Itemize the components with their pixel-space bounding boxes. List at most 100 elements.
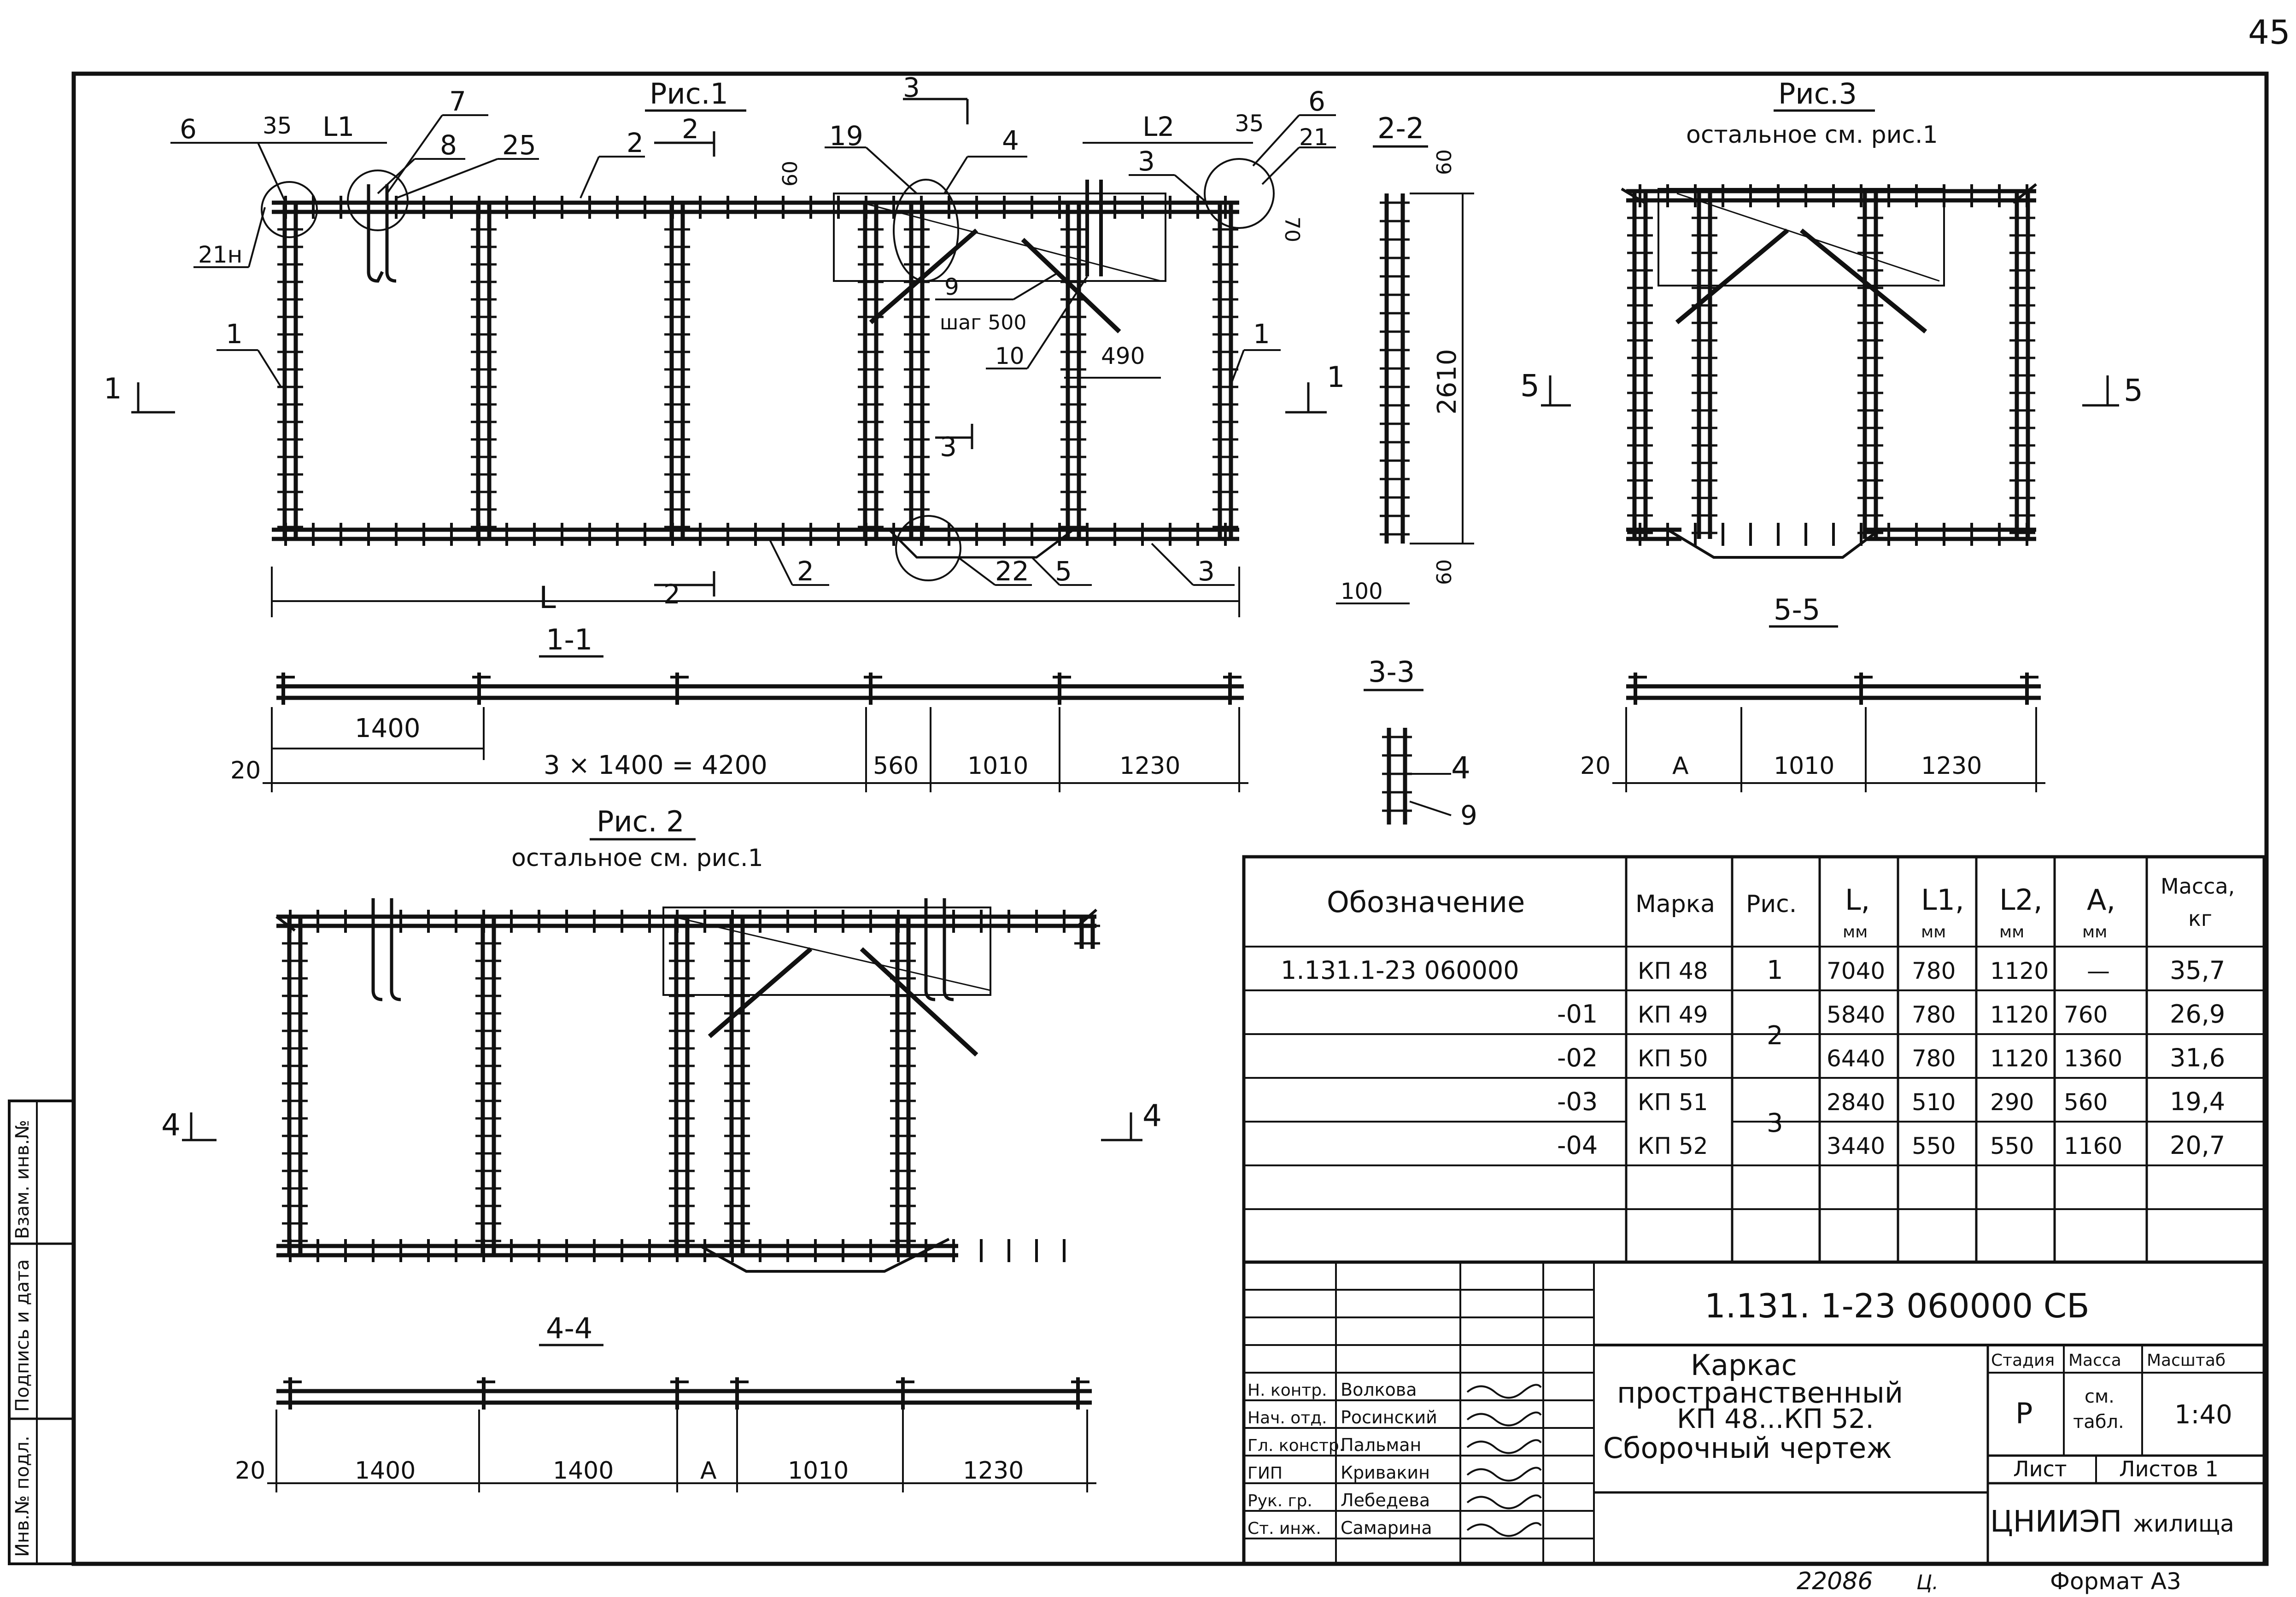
spec-cell-A: 560 [2064, 1089, 2108, 1116]
stamp-scale-header: Масштаб [2147, 1351, 2226, 1370]
fig3-brace [1799, 228, 1927, 333]
sec22-dim-60-bottom: 60 [1433, 559, 1456, 585]
sec55-dim-1010: 1010 [1774, 752, 1834, 780]
sec1-mark-right: 1 [1327, 360, 1345, 394]
fig3-title: Рис.3 [1778, 77, 1857, 111]
spec-header-L: L, [1845, 883, 1870, 917]
signature-role: Рук. гр. [1248, 1492, 1312, 1510]
sec11-dim-560: 560 [873, 752, 919, 780]
spec-cell-designation: 1.131.1-23 060000 [1281, 956, 1519, 985]
spec-cell-designation: -03 [1557, 1087, 1598, 1116]
pos-label: 5 [1055, 556, 1072, 587]
dim-70: 70 [1280, 216, 1304, 242]
dim-L1: L1 [322, 111, 354, 142]
section-5-5: 5-5 20 А 1010 1230 [1580, 593, 2045, 792]
handwritten-signature [1466, 1384, 1542, 1399]
spec-header-L2: L2, [1999, 883, 2043, 917]
pos-label: 22 [995, 556, 1029, 587]
section-2-2: 2-2 60 2610 60 100 [1336, 111, 1474, 604]
sec2-mark-top: 2 [682, 113, 699, 145]
stamp-title-3: КП 48...КП 52. [1677, 1403, 1874, 1434]
spec-header-fig: Рис. [1746, 890, 1797, 918]
fig1-brace [1021, 238, 1121, 333]
handwritten-signature [1466, 1467, 1542, 1482]
stamp-scale: 1:40 [2174, 1400, 2232, 1430]
sec22-title: 2-2 [1377, 111, 1424, 145]
pos-label: 1 [1253, 318, 1270, 350]
sec11-dim-4200: 3 × 1400 = 4200 [544, 750, 767, 780]
signature-name: Кривакин [1341, 1462, 1430, 1483]
sec33-pos-4: 4 [1451, 750, 1470, 786]
spec-cell-mark: КП 49 [1638, 1001, 1708, 1028]
fig1-detail-circle-22 [895, 515, 961, 581]
spec-cell-L2: 290 [1990, 1089, 2034, 1116]
pos-label: 21 [1299, 124, 1329, 151]
pos-label: 6 [180, 113, 197, 145]
spec-cell-A: 1160 [2064, 1133, 2122, 1159]
spec-header-unit: мм [1999, 923, 2024, 942]
fig1-opening-box [833, 193, 1166, 282]
sec5-mark-left: 5 [1520, 368, 1540, 404]
spec-cell-mass: 31,6 [2170, 1043, 2225, 1072]
pos-label: 8 [440, 129, 457, 161]
spec-cell-designation: -02 [1557, 1043, 1598, 1072]
sec11-dim-20: 20 [230, 757, 261, 784]
spec-cell-L: 7040 [1827, 958, 1885, 984]
sec22-dim-60-top: 60 [1433, 149, 1456, 175]
sec55-dim-A: А [1672, 752, 1689, 780]
signature-name: Росинский [1341, 1407, 1437, 1427]
bottom-number: 22086 [1797, 1568, 1873, 1595]
signature-name: Волкова [1341, 1380, 1417, 1400]
spec-header-mark: Марка [1635, 890, 1715, 918]
stamp-org-1: ЦНИИЭП [1990, 1505, 2122, 1539]
sec55-post-marks [1628, 673, 2038, 705]
pos-label: 19 [829, 120, 863, 152]
side-label-inv: Инв.№ подл. [12, 1436, 33, 1557]
spec-header-mass-unit: кг [2188, 906, 2212, 931]
spec-header-unit: мм [1921, 923, 1946, 942]
stamp-title-2: пространственный [1617, 1376, 1903, 1410]
fig1-lifting-loop [367, 184, 397, 283]
sec22-dim-2610: 2610 [1432, 349, 1462, 415]
spec-cell-L1: 780 [1912, 1045, 1956, 1072]
fig2-lifting-loop [371, 898, 401, 1001]
side-label-podpis: Подпись и дата [12, 1259, 33, 1412]
pos-label: 4 [1002, 125, 1019, 156]
sec44-title: 4-4 [546, 1311, 592, 1345]
sec44-dim-1400: 1400 [553, 1457, 614, 1485]
sec5-mark-right: 5 [2124, 373, 2143, 408]
signature-role: Нач. отд. [1248, 1409, 1327, 1427]
spec-cell-mass: 35,7 [2170, 956, 2225, 985]
spec-cell-mass: 19,4 [2170, 1087, 2225, 1116]
spec-header-designation: Обозначение [1327, 885, 1525, 919]
stamp-org-2: жилища [2133, 1510, 2234, 1537]
side-stamp: Взам. инв.№ Подпись и дата Инв.№ подл. [8, 1100, 75, 1565]
sec3-mark-bottom: 3 [940, 431, 957, 462]
spec-cell-A: — [2087, 958, 2110, 984]
handwritten-signature [1466, 1522, 1542, 1537]
spec-header-A: А, [2087, 883, 2115, 917]
sec44-dim-1400: 1400 [355, 1457, 416, 1485]
sec11-post-marks [276, 673, 1242, 705]
spec-cell-mark: КП 51 [1638, 1089, 1708, 1116]
spec-cell-L: 5840 [1827, 1001, 1885, 1028]
side-label-vzam: Взам. инв.№ [12, 1120, 33, 1239]
stamp-sheet-header: Лист [2013, 1457, 2067, 1481]
sec2-mark-bottom: 2 [663, 579, 680, 610]
sec4-mark-right: 4 [1142, 1098, 1162, 1134]
pos-label: 10 [995, 343, 1025, 369]
spec-cell-L1: 550 [1912, 1133, 1956, 1159]
section-1-1: 1-1 20 1400 3 × 1400 = 4200 560 1010 123… [230, 623, 1248, 792]
fig3-brace [1675, 228, 1789, 324]
signature-row: Гл. констр.Пальман [1248, 1435, 1542, 1455]
stamp-stage-header: Стадия [1991, 1351, 2055, 1370]
dim-490: 490 [1101, 343, 1145, 369]
section-4-4: 4-4 20 1400 1400 А 1010 1230 [235, 1311, 1096, 1492]
